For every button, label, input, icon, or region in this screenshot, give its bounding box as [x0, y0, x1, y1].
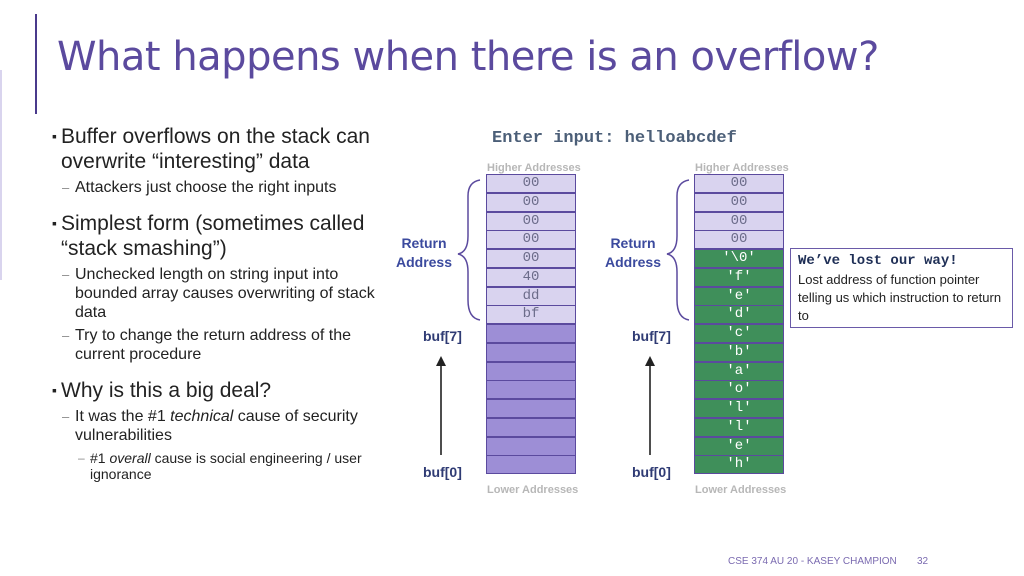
left-return-brace-icon: [457, 179, 481, 321]
left-buf0-label: buf[0]: [423, 464, 462, 480]
callout-body: Lost address of function pointer telling…: [798, 272, 1002, 323]
bullet-2-sub-2: Try to change the return address of the …: [62, 326, 400, 364]
left-stack-cell-11: [486, 380, 576, 400]
title-accent-bar: [35, 14, 37, 114]
left-stack-cell-15: [486, 455, 576, 475]
left-stack-cell-6: dd: [486, 286, 576, 306]
left-stack-cell-4: 00: [486, 249, 576, 268]
bullet-2: Simplest form (sometimes called “stack s…: [52, 211, 400, 261]
left-buf7-label: buf[7]: [423, 328, 462, 344]
right-stack-cell-10: 'a': [694, 361, 784, 381]
right-stack-cell-0: 00: [694, 174, 784, 193]
right-buf7-label: buf[7]: [632, 328, 671, 344]
right-stack-cell-6: 'e': [694, 286, 784, 306]
left-stack-cell-12: [486, 399, 576, 418]
bullet-3-sub-1-sub-1: #1 overall cause is social engineering /…: [78, 450, 400, 482]
right-stack-cell-12: 'l': [694, 399, 784, 418]
right-stack-cell-15: 'h': [694, 455, 784, 475]
left-stack-cell-7: bf: [486, 305, 576, 325]
left-stack-cell-0: 00: [486, 174, 576, 193]
right-stack-cell-14: 'e': [694, 436, 784, 456]
right-stack-cell-2: 00: [694, 211, 784, 231]
slide-title: What happens when there is an overflow?: [57, 34, 879, 80]
enter-input-line: Enter input: helloabcdef: [492, 129, 737, 148]
left-stack-cell-3: 00: [486, 230, 576, 250]
right-return-brace-icon: [666, 179, 690, 321]
right-stack-cell-13: 'l': [694, 417, 784, 437]
right-stack-cell-8: 'c': [694, 324, 784, 343]
page-number: 32: [917, 556, 929, 567]
left-decorative-line: [0, 70, 2, 280]
bullet-1-sub-1: Attackers just choose the right inputs: [62, 178, 400, 197]
right-stack-cell-5: 'f': [694, 267, 784, 287]
left-lower-addresses-label: Lower Addresses: [487, 484, 579, 496]
bullet-2-sub-1: Unchecked length on string input into bo…: [62, 265, 400, 322]
left-stack-cell-9: [486, 342, 576, 362]
bullet-list: Buffer overflows on the stack can overwr…: [52, 124, 400, 482]
right-stack-cell-7: 'd': [694, 305, 784, 325]
right-buf0-label: buf[0]: [632, 464, 671, 480]
left-return-address-label: Return Address: [395, 235, 453, 270]
slide-footer: CSE 374 AU 20 - KASEY CHAMPION: [728, 556, 897, 567]
left-up-arrow-icon: [436, 356, 446, 455]
bullet-3: Why is this a big deal?: [52, 378, 400, 403]
right-up-arrow-icon: [645, 356, 655, 455]
callout-title: We’ve lost our way!: [798, 253, 958, 269]
bullet-3-sub-1: It was the #1 technical cause of securit…: [62, 407, 400, 445]
left-stack-cell-8: [486, 324, 576, 343]
left-stack-cell-5: 40: [486, 267, 576, 287]
lost-our-way-callout: We’ve lost our way! Lost address of func…: [790, 248, 1013, 328]
right-return-address-label: Return Address: [604, 235, 662, 270]
right-stack-cell-11: 'o': [694, 380, 784, 400]
right-stack-cell-3: 00: [694, 230, 784, 250]
left-stack-cell-2: 00: [486, 211, 576, 231]
bullet-1: Buffer overflows on the stack can overwr…: [52, 124, 400, 174]
left-higher-addresses-label: Higher Addresses: [487, 162, 581, 174]
right-lower-addresses-label: Lower Addresses: [695, 484, 787, 496]
right-stack-cell-4: '\0': [694, 249, 784, 268]
left-stack-cell-14: [486, 436, 576, 456]
right-higher-addresses-label: Higher Addresses: [695, 162, 789, 174]
left-stack-cell-1: 00: [486, 192, 576, 212]
right-stack-cell-1: 00: [694, 192, 784, 212]
left-stack-cell-13: [486, 417, 576, 437]
right-stack-cell-9: 'b': [694, 342, 784, 362]
left-stack-cell-10: [486, 361, 576, 381]
